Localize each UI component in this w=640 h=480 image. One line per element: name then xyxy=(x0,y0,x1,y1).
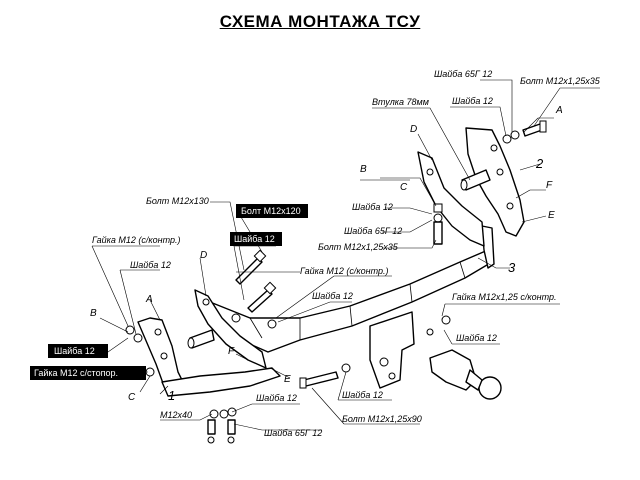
label-gaika-125-kontr: Гайка М12х1,25 с/контр. xyxy=(452,292,557,302)
part-number-3: 3 xyxy=(508,260,516,275)
right-bracket xyxy=(417,127,525,247)
leader-lines xyxy=(34,79,600,431)
label-bolt-120: Болт М12х120 xyxy=(241,206,301,216)
label-bolt-90: Болт М12х1,25х90 xyxy=(342,414,422,424)
spacer-tube xyxy=(460,169,491,191)
label-shaiba-12-boxed-left: Шайба 12 xyxy=(54,346,95,356)
label-gaika-kontr-left: Гайка М12 (с/контр.) xyxy=(92,235,180,245)
letter-a-right: A xyxy=(555,105,563,116)
label-shaiba-12-left: Шайба 12 xyxy=(130,260,171,270)
label-bolt-35-top: Болт М12х1,25х35 xyxy=(520,76,601,86)
label-bolt-35-mid: Болт М12х1,25х35 xyxy=(318,242,399,252)
letter-e-left: E xyxy=(284,374,291,385)
part-number-2: 2 xyxy=(535,156,544,171)
bolt-90 xyxy=(299,363,351,389)
tow-ball-mount xyxy=(369,311,502,400)
label-shaiba-12-right: Шайба 12 xyxy=(456,333,497,343)
fasteners-left xyxy=(125,325,237,444)
part-number-1: 1 xyxy=(168,388,175,403)
letter-f-right: F xyxy=(546,180,553,191)
long-bolts-left xyxy=(231,249,277,329)
label-shaiba-65g-mid: Шайба 65Г 12 xyxy=(344,226,402,236)
label-shaiba-12-top: Шайба 12 xyxy=(452,96,493,106)
label-box-shaiba-12-left xyxy=(48,344,108,358)
label-bolt-130: Болт М12х130 xyxy=(146,196,209,206)
page-title: СХЕМА МОНТАЖА ТСУ xyxy=(219,12,421,31)
label-vtulka: Втулка 78мм xyxy=(372,97,429,107)
bolt-top-right xyxy=(502,120,547,144)
label-box-gaika-stopor xyxy=(30,366,146,380)
letter-c-right: C xyxy=(400,182,408,193)
left-spacer-tube xyxy=(187,329,215,349)
label-shaiba-12-boxed: Шайба 12 xyxy=(234,234,275,244)
label-shaiba-12-center: Шайба 12 xyxy=(312,291,353,301)
label-shaiba-65g-bottom: Шайба 65Г 12 xyxy=(264,428,322,438)
label-shaiba-65g-top: Шайба 65Г 12 xyxy=(434,69,492,79)
letter-b-left: B xyxy=(90,308,97,319)
label-shaiba-12-bottom-mid: Шайба 12 xyxy=(342,390,383,400)
label-shaiba-12-bottom: Шайба 12 xyxy=(256,393,297,403)
label-gaika-stopor: Гайка М12 с/стопор. xyxy=(34,368,118,378)
letter-f-left: F xyxy=(228,346,235,357)
bolt-mid-right xyxy=(433,203,443,245)
label-box-shaiba-12 xyxy=(230,232,282,246)
letter-c-left: C xyxy=(128,392,136,403)
letter-e-right: E xyxy=(548,210,555,221)
label-gaika-kontr-mid: Гайка М12 (с/контр.) xyxy=(300,266,388,276)
letter-a-left: A xyxy=(145,294,153,305)
left-bracket xyxy=(137,289,281,397)
label-m12x40: М12х40 xyxy=(160,410,192,420)
letter-d-left: D xyxy=(200,250,207,261)
letter-b-right: B xyxy=(360,164,367,175)
label-shaiba-12-mid: Шайба 12 xyxy=(352,202,393,212)
cross-beam xyxy=(204,225,495,353)
letter-d-right: D xyxy=(410,124,417,135)
label-box-bolt-120 xyxy=(236,204,308,218)
